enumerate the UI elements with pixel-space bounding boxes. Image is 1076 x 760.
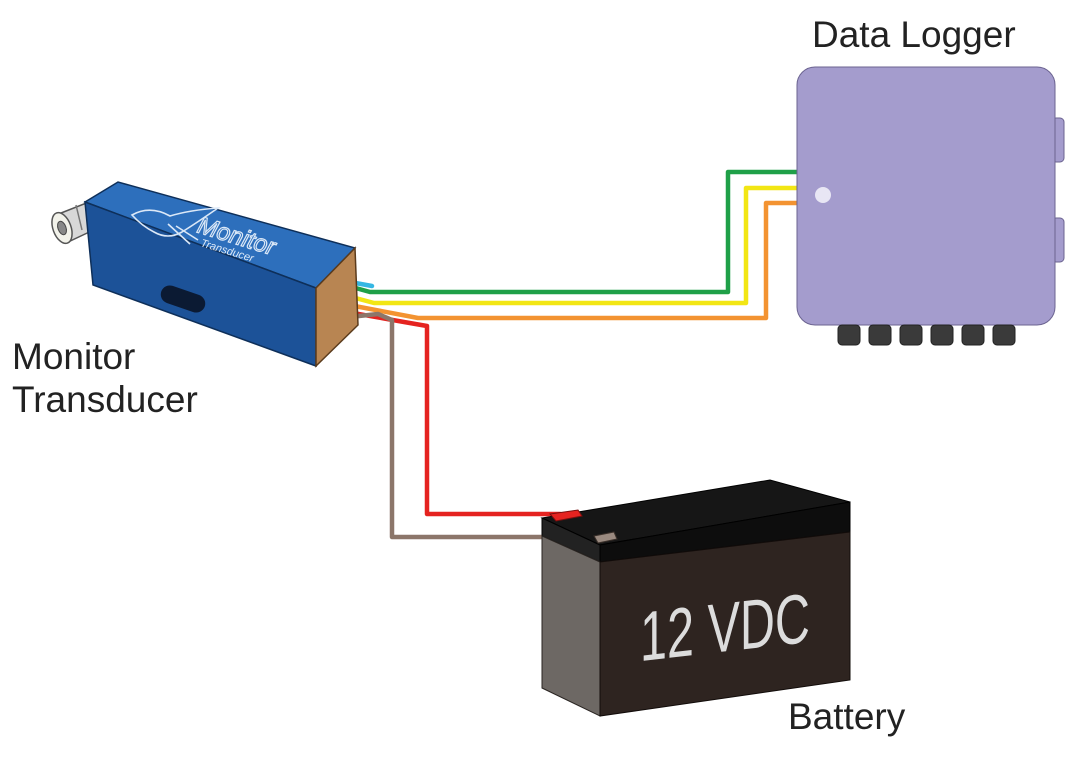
battery-voltage-label: 12 VDC [640, 578, 810, 676]
logger-connectors [837, 324, 1016, 346]
logger-connector [930, 324, 954, 346]
transducer-label: Monitor Transducer [12, 336, 198, 421]
wire-red [333, 307, 563, 517]
battery-positive-terminal [549, 509, 583, 522]
logger-connector [992, 324, 1016, 346]
transducer-slot [160, 285, 206, 313]
data-logger-label: Data Logger [812, 14, 1016, 55]
logger-connector [868, 324, 892, 346]
data-logger [796, 66, 1065, 346]
data-logger-body [796, 66, 1056, 326]
wire-brown [337, 311, 609, 540]
logger-connector [837, 324, 861, 346]
battery: 12 VDC [540, 479, 851, 717]
wire-orange [341, 200, 803, 321]
battery-label: Battery [788, 696, 906, 737]
wire-green [349, 169, 803, 295]
logger-connector [899, 324, 923, 346]
battery-negative-terminal [593, 531, 618, 544]
transducer-label-line1: Monitor [12, 336, 136, 377]
bird-logo-icon [130, 206, 221, 245]
transducer-label-line2: Transducer [12, 378, 198, 420]
wires [333, 169, 803, 540]
battery-front [599, 531, 851, 717]
logger-connector [961, 324, 985, 346]
wire-yellow [345, 185, 803, 306]
logger-port-icon [815, 187, 831, 203]
